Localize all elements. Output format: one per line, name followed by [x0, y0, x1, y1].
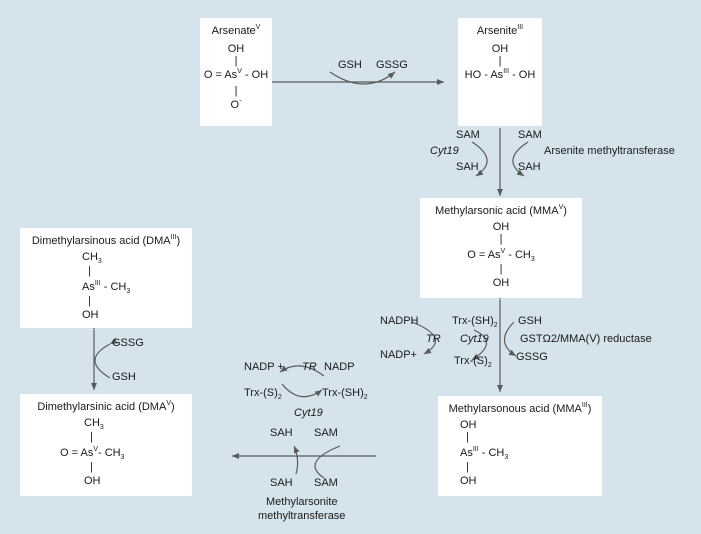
mma-iii-formula: AsIII - CH3 — [460, 446, 509, 461]
dma-v-formula: O = AsV- CH3 — [60, 446, 125, 461]
r1-gsh-label: GSH — [338, 59, 362, 71]
r4-trx-sh: Trx-(SH)2 — [322, 387, 368, 402]
tr-cycle-top — [279, 365, 325, 377]
mma-v-oh-bottom: OH — [492, 277, 510, 289]
dma-iii-box: Dimethylarsinous acid (DMAIII) CH3 | AsI… — [20, 228, 192, 328]
sah-sam-curve-left — [293, 445, 300, 475]
sah-sam-curve-right — [314, 445, 341, 479]
r2-sah-left: SAH — [456, 161, 479, 173]
mma-v-box: Methylarsonic acid (MMAV) OH | O = AsV -… — [420, 198, 582, 298]
r4-sam-top: SAM — [314, 427, 338, 439]
r4-sam-bottom: SAM — [314, 477, 338, 489]
r4-trx-s: Trx-(S)2 — [244, 387, 282, 402]
r4-enzyme-line1: Methylarsonite — [266, 496, 338, 508]
r2-sam-right: SAM — [518, 129, 542, 141]
r3-tr: TR — [426, 333, 441, 345]
arsenate-formula: O = AsV - OH — [203, 68, 269, 81]
r4-tr: TR — [302, 361, 317, 373]
mma-iii-oh-bottom: OH — [460, 475, 477, 487]
mma-v-formula: O = AsV - CH3 — [467, 248, 535, 263]
dma-v-title: Dimethylarsinic acid (DMAV) — [37, 400, 175, 413]
r3-cyt19: Cyt19 — [460, 333, 489, 345]
arsenite-formula: HO - AsIII - OH — [464, 68, 536, 81]
sam-sah-curve-right — [512, 141, 529, 177]
mma-v-oh-top: OH — [492, 221, 510, 233]
arsenate-bottom: O- — [230, 98, 242, 111]
r3-trx-sh: Trx-(SH)2 — [452, 315, 498, 330]
r4-sah-bottom: SAH — [270, 477, 293, 489]
dma-v-oh-bottom: OH — [84, 475, 101, 487]
r3-trx-s: Trx-(S)2 — [454, 355, 492, 370]
r1-gssg-label: GSSG — [376, 59, 408, 71]
r4-cyt19: Cyt19 — [294, 407, 323, 419]
arsenite-box: ArseniteIII OH | HO - AsIII - OH — [458, 18, 542, 126]
dma-v-ch3-top: CH3 — [84, 417, 104, 432]
r2-enzyme-italic: Cyt19 — [430, 145, 459, 157]
r4-nadp-plus: NADP + — [244, 361, 284, 373]
mma-iii-title: Methylarsonous acid (MMAIII) — [448, 402, 592, 415]
r2-sah-right: SAH — [518, 161, 541, 173]
dma-iii-ch3-top: CH3 — [82, 251, 102, 266]
r2-enzyme-label: Arsenite methyltransferase — [544, 145, 675, 157]
tr-cycle-bottom — [281, 383, 323, 398]
r3-gssg: GSSG — [516, 351, 548, 363]
mma-iii-oh-top: OH — [460, 419, 477, 431]
nadph-curve — [411, 321, 437, 355]
r5-gssg: GSSG — [112, 337, 144, 349]
r4-sah-top: SAH — [270, 427, 293, 439]
arsenite-oh-top: OH — [491, 43, 509, 55]
dma-iii-oh-bottom: OH — [82, 309, 99, 321]
gssg-gsh-curve — [94, 338, 118, 379]
mma-iii-box: Methylarsonous acid (MMAIII) OH | AsIII … — [438, 396, 602, 496]
arsenite-title: ArseniteIII — [476, 24, 524, 37]
arsenate-box: ArsenateV OH | O = AsV - OH | O- — [200, 18, 272, 126]
dma-iii-title: Dimethylarsinous acid (DMAIII) — [31, 234, 181, 247]
r3-nadp: NADP+ — [380, 349, 417, 361]
r2-sam-left: SAM — [456, 129, 480, 141]
sam-sah-curve-left — [471, 141, 488, 177]
trx-curve — [471, 329, 488, 361]
arsenate-oh-top: OH — [227, 43, 245, 55]
r3-enzyme: GSTΩ2/MMA(V) reductase — [520, 333, 652, 345]
gsh-gssg-curve-2 — [503, 321, 517, 357]
r4-enzyme-line2: methyltransferase — [258, 510, 346, 522]
dma-v-box: Dimethylarsinic acid (DMAV) CH3 | O = As… — [20, 394, 192, 496]
r5-gsh: GSH — [112, 371, 136, 383]
gsh-gssg-curve — [329, 71, 396, 85]
arsenate-title: ArsenateV — [211, 24, 261, 37]
dma-iii-formula: AsIII - CH3 — [82, 280, 131, 295]
r3-gsh: GSH — [518, 315, 542, 327]
r3-nadph: NADPH — [380, 315, 419, 327]
mma-v-title: Methylarsonic acid (MMAV) — [435, 204, 567, 217]
r4-nadp: NADP — [324, 361, 355, 373]
